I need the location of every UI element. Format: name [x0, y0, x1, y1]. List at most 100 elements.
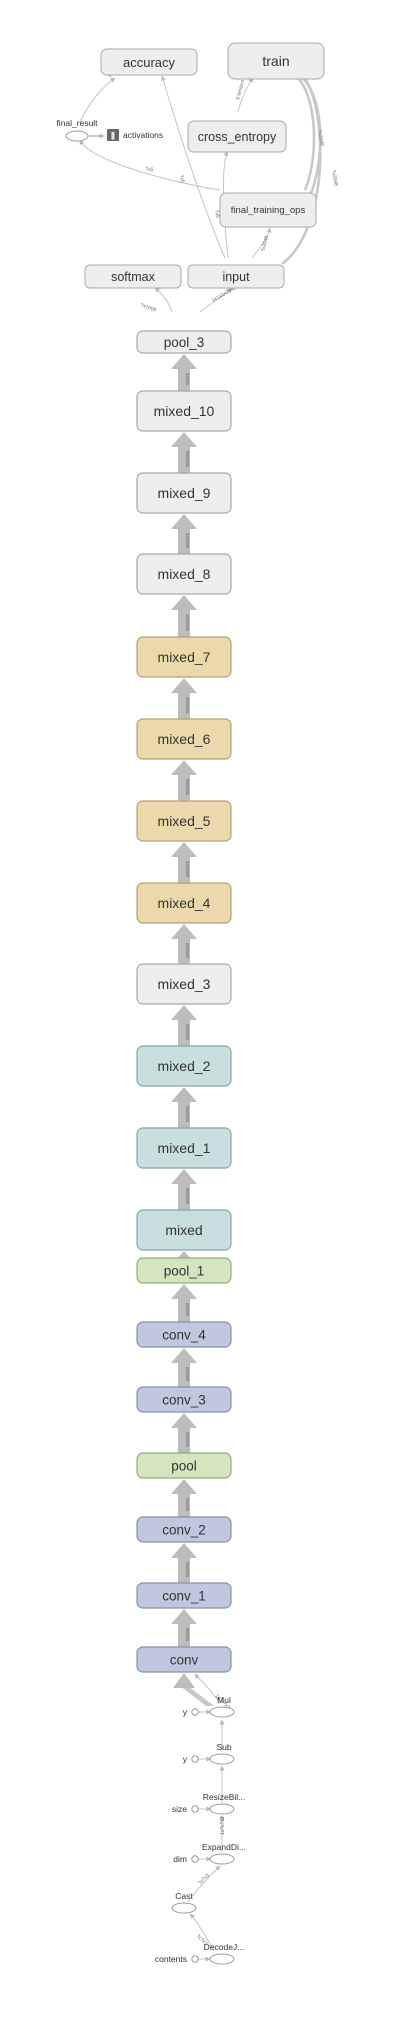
- edge-input-crossentropy: [223, 151, 229, 259]
- node-label: mixed_2: [158, 1058, 211, 1074]
- edge-crossentropy-train: [237, 77, 254, 113]
- edge-label: ?x5: [145, 166, 154, 173]
- nodes: accuracy train cross_entropy final_train…: [84, 42, 325, 289]
- node-activations[interactable]: ⫼ activations: [107, 129, 163, 141]
- node-contents[interactable]: contents: [155, 1954, 199, 1964]
- node-mixed-9[interactable]: mixed_9: [136, 472, 232, 514]
- edge-input-finalops: [251, 227, 272, 259]
- node-size[interactable]: size: [172, 1804, 199, 1814]
- node-pool-1[interactable]: pool_1: [136, 1257, 232, 1284]
- node-cross-entropy[interactable]: cross_entropy: [187, 120, 287, 153]
- edge-label: ?x2048: [330, 169, 339, 186]
- edges-train-bundle: [281, 73, 322, 266]
- node-label: Cast: [175, 1891, 193, 1901]
- edge-mul-conv: [194, 1673, 221, 1705]
- node-label: dim: [173, 1854, 187, 1864]
- node-label: y: [183, 1754, 188, 1764]
- node-final-result[interactable]: final_result: [56, 118, 98, 142]
- node-label: size: [172, 1804, 187, 1814]
- node-mixed-8[interactable]: mixed_8: [136, 553, 232, 595]
- node-mul[interactable]: Mul: [209, 1695, 235, 1718]
- edge-label: 1x?x?x3: [220, 1816, 226, 1835]
- node-conv-4[interactable]: conv_4: [136, 1321, 232, 1348]
- node-label: train: [262, 53, 289, 69]
- node-mixed-1[interactable]: mixed_1: [136, 1127, 232, 1169]
- chain-nodes: pool_3 mixed_10 mixed_9 mixed_8 mixed_7mixed…: [136, 330, 232, 1673]
- edge-label: ?x?x3: [197, 1873, 211, 1887]
- node-label: mixed_8: [158, 566, 211, 582]
- node-label: mixed_3: [158, 976, 211, 992]
- node-label: mixed_10: [154, 403, 215, 419]
- chain-edge: [171, 1169, 197, 1210]
- node-label: conv_4: [162, 1328, 206, 1343]
- node-y-mul[interactable]: y: [183, 1707, 199, 1717]
- node-label: mixed_9: [158, 485, 211, 501]
- node-label: Sub: [216, 1742, 231, 1752]
- node-label: ResizeBil...: [203, 1792, 246, 1802]
- node-label: mixed: [165, 1222, 202, 1238]
- node-label: Mul: [217, 1695, 231, 1705]
- node-label: mixed_7: [158, 649, 211, 665]
- node-train[interactable]: train: [227, 42, 325, 80]
- chain-edges: [171, 354, 214, 1706]
- node-mixed[interactable]: mixed: [136, 1209, 232, 1251]
- edge-label: ?x1008: [139, 302, 157, 313]
- chain-edge: [171, 1413, 197, 1453]
- node-mixed-10[interactable]: mixed_10: [136, 390, 232, 432]
- edge-label: ?x2048: [316, 129, 325, 146]
- node-mixed-4[interactable]: mixed_4: [136, 882, 232, 924]
- node-sub[interactable]: Sub: [209, 1742, 235, 1765]
- node-pool-3[interactable]: pool_3: [136, 330, 232, 354]
- edge-finalops-train-a: [297, 77, 316, 191]
- node-label: pool_1: [164, 1264, 205, 1279]
- node-conv-1[interactable]: conv_1: [136, 1582, 232, 1609]
- node-label: pool: [171, 1459, 197, 1474]
- node-pool[interactable]: pool: [136, 1452, 232, 1479]
- chain-edge: [171, 1543, 197, 1583]
- chain-edge: [171, 354, 197, 391]
- node-label: mixed_6: [158, 731, 211, 747]
- edge-finalresult-accuracy: [79, 77, 116, 123]
- node-mixed-2[interactable]: mixed_2: [136, 1045, 232, 1087]
- node-label: ExpandDi...: [202, 1842, 246, 1852]
- node-resize-bilinear[interactable]: ResizeBil...: [203, 1792, 246, 1815]
- node-expand-dims[interactable]: ExpandDi...: [202, 1842, 246, 1865]
- edge-pool3-input: [199, 287, 233, 313]
- node-mixed-3[interactable]: mixed_3: [136, 963, 232, 1005]
- node-label: DecodeJ...: [204, 1942, 245, 1952]
- edge-finalops-finalresult: [79, 139, 221, 191]
- node-label: softmax: [111, 270, 156, 284]
- node-accuracy[interactable]: accuracy: [100, 48, 198, 76]
- edges-bottom: [187, 1673, 225, 1962]
- chain-edge: [171, 1479, 197, 1517]
- chain-edge: [171, 924, 197, 964]
- edge-label: 6 tensors: [235, 79, 246, 101]
- node-label: accuracy: [123, 55, 176, 70]
- node-mixed-6[interactable]: mixed_6: [136, 718, 232, 760]
- node-label: mixed_4: [158, 895, 211, 911]
- node-cast[interactable]: Cast: [171, 1891, 197, 1914]
- edge-label: ?x2048: [260, 235, 270, 253]
- node-conv-3[interactable]: conv_3: [136, 1386, 232, 1413]
- node-conv[interactable]: conv: [136, 1646, 232, 1673]
- node-softmax[interactable]: softmax: [84, 264, 182, 289]
- summary-icon-glyph: ⫼: [111, 132, 115, 141]
- node-label: cross_entropy: [198, 130, 277, 144]
- node-input[interactable]: input: [187, 264, 285, 289]
- node-label: pool_3: [164, 335, 205, 350]
- node-dim[interactable]: dim: [173, 1854, 199, 1864]
- chain-edge: [171, 760, 197, 801]
- node-decode-jpeg[interactable]: DecodeJ...: [204, 1942, 245, 1965]
- node-mixed-7[interactable]: mixed_7: [136, 636, 232, 678]
- node-conv-2[interactable]: conv_2: [136, 1516, 232, 1543]
- node-final-training-ops[interactable]: final_training_ops: [219, 192, 317, 228]
- edge-input-accuracy: [160, 75, 226, 259]
- chain-edge: [173, 1673, 214, 1706]
- node-y-sub[interactable]: y: [183, 1754, 199, 1764]
- edge-pool3-softmax: [154, 287, 173, 313]
- edge-label: ?x5: [178, 174, 185, 183]
- node-label: y: [183, 1707, 188, 1717]
- edge-label: ?x5: [213, 209, 220, 218]
- node-mixed-5[interactable]: mixed_5: [136, 800, 232, 842]
